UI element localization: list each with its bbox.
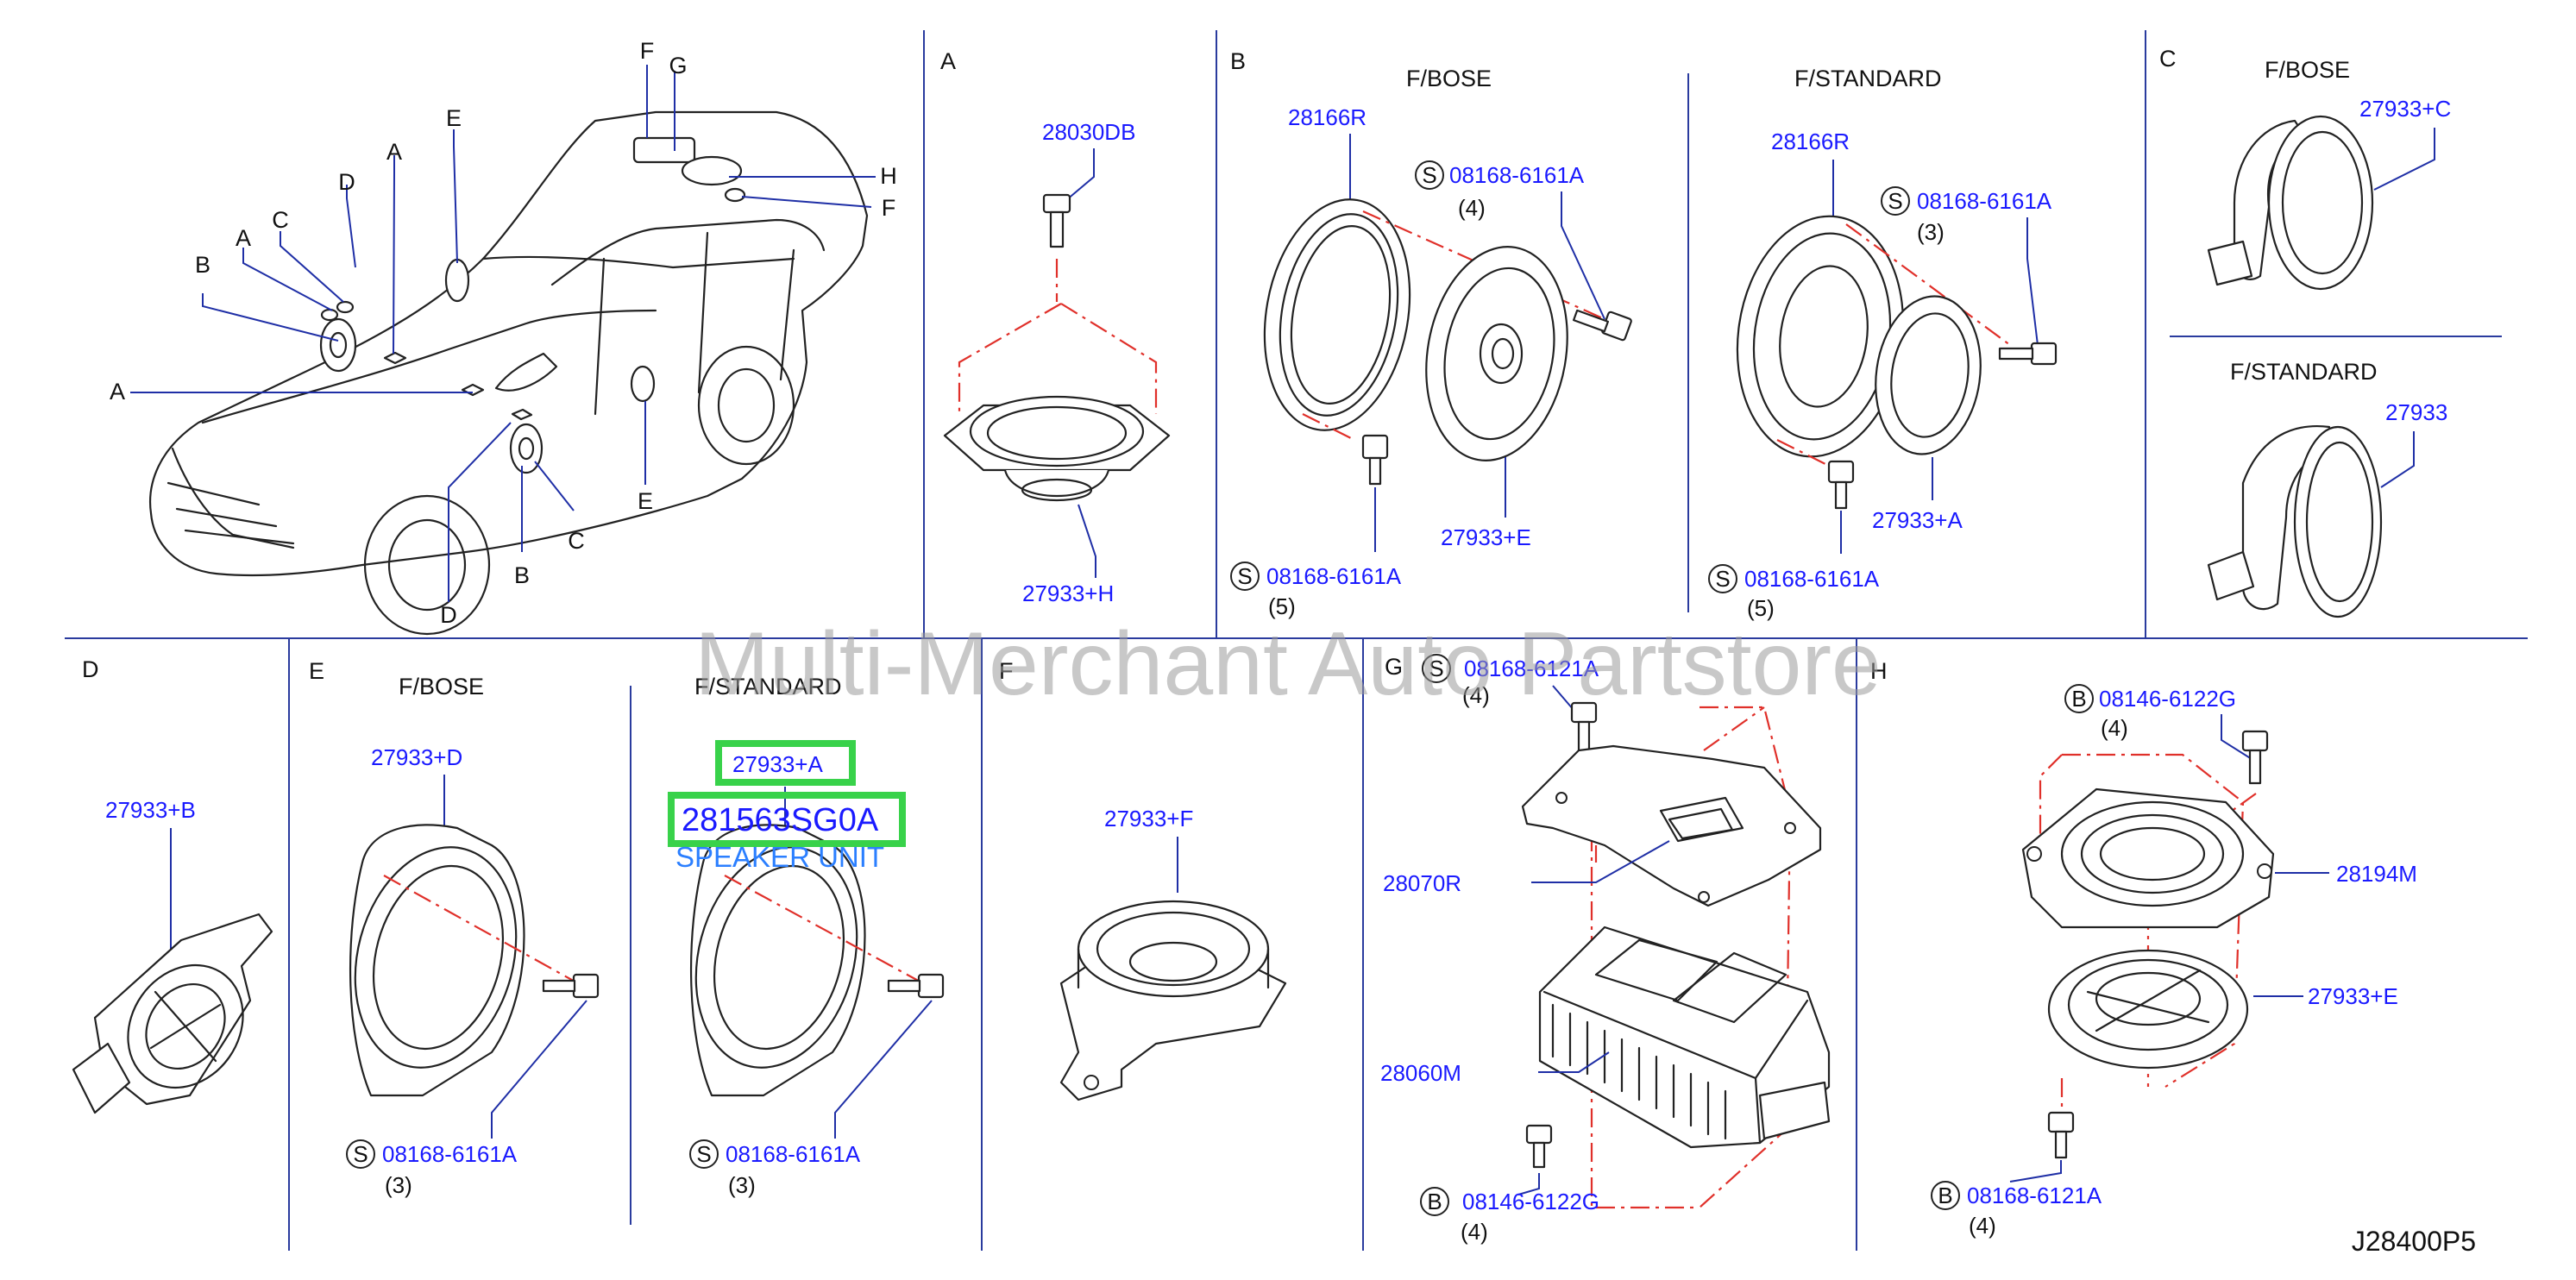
section-b-standard-title: F/STANDARD (1794, 66, 1942, 91)
bolt-symbol-h-top: B (2071, 686, 2086, 712)
qty-g-bottom: (4) (1461, 1219, 1488, 1245)
screw-symbol-b-bose-bottom: S (1237, 563, 1252, 589)
overview-letter-g: G (669, 53, 687, 78)
overview-letter-c-top: C (272, 207, 289, 233)
part-label-28166r-standard[interactable]: 28166R (1771, 129, 1850, 154)
watermark: Multi-Merchant Auto Partstore (694, 614, 1882, 714)
section-a: A 28030DB 27933+H (940, 48, 1171, 606)
part-label-08168-6161a-b-std-bottom[interactable]: 08168-6161A (1744, 566, 1880, 592)
overview-letter-c-bottom: C (568, 528, 585, 554)
diagram-code: J28400P5 (2352, 1226, 2476, 1257)
highlight-box-281563sg0a (668, 792, 906, 847)
part-label-08168-6121a-g[interactable]: 08168-6121A (1464, 656, 1599, 681)
part-label-08168-6161a-b-bose-bottom[interactable]: 08168-6161A (1266, 563, 1402, 589)
overview-letter-b-bottom: B (514, 562, 530, 588)
screw-symbol-e-bose: S (353, 1141, 368, 1167)
overview-letter-a-top: A (386, 139, 402, 165)
part-label-27933-b[interactable]: 27933+B (105, 797, 196, 823)
section-c-letter: C (2159, 46, 2177, 72)
section-f: F 27933+F (999, 658, 1287, 1101)
vehicle-overview: F G E A D C A B A H F C B D E (110, 38, 897, 636)
section-c-standard-title: F/STANDARD (2230, 359, 2378, 385)
part-label-28166r-bose[interactable]: 28166R (1288, 104, 1367, 130)
qty-h-top: (4) (2101, 715, 2128, 741)
part-label-08168-6161a-b-bose-top[interactable]: 08168-6161A (1449, 162, 1585, 188)
section-b-letter: B (1230, 48, 1246, 74)
overview-letter-f-top: F (640, 38, 655, 64)
qty-g-top: (4) (1462, 682, 1490, 708)
section-c-bose-title: F/BOSE (2265, 57, 2350, 83)
section-g-letter: G (1385, 654, 1403, 680)
bolt-symbol-h-bottom: B (1938, 1183, 1952, 1208)
part-label-28194m[interactable]: 28194M (2336, 861, 2417, 887)
overview-letter-h: H (880, 163, 897, 189)
part-label-08168-6161a-e-bose[interactable]: 08168-6161A (382, 1141, 518, 1167)
overview-letter-a-left: A (110, 379, 125, 405)
part-label-28070r[interactable]: 28070R (1383, 870, 1461, 896)
part-label-27933-h[interactable]: 27933+H (1022, 580, 1114, 606)
part-label-08168-6161a-b-std-top[interactable]: 08168-6161A (1917, 188, 2052, 214)
overview-letter-d-top: D (338, 169, 355, 195)
section-b-bose-title: F/BOSE (1406, 66, 1492, 91)
section-dividers (65, 30, 2528, 1251)
qty-e-std: (3) (728, 1172, 756, 1198)
section-d-letter: D (82, 656, 99, 682)
qty-b-std-top: (3) (1917, 219, 1945, 245)
overview-letter-d-bottom: D (440, 602, 457, 628)
screw-symbol-e-std: S (696, 1141, 711, 1167)
part-label-27933-a-b[interactable]: 27933+A (1872, 507, 1963, 533)
part-label-08168-6121a-h[interactable]: 08168-6121A (1967, 1183, 2102, 1208)
qty-h-bottom: (4) (1969, 1213, 1996, 1239)
qty-b-std-bottom: (5) (1747, 595, 1775, 621)
part-label-27933-c[interactable]: 27933+C (2359, 96, 2451, 122)
highlight-part-number[interactable]: 281563SG0A (682, 802, 879, 838)
section-e-standard-title: F/STANDARD (694, 674, 842, 700)
part-label-28030db[interactable]: 28030DB (1042, 119, 1135, 145)
section-e-letter: E (309, 658, 324, 684)
bolt-symbol-g-bottom: B (1427, 1189, 1442, 1214)
qty-b-bose-bottom: (5) (1268, 593, 1296, 619)
part-label-08168-6161a-e-std[interactable]: 08168-6161A (726, 1141, 861, 1167)
overview-letter-a-mid: A (236, 225, 251, 251)
part-label-27933[interactable]: 27933 (2385, 399, 2447, 425)
overview-letter-f-right: F (882, 195, 896, 221)
part-label-27933-e-h[interactable]: 27933+E (2308, 983, 2398, 1009)
section-d: D 27933+B (72, 656, 273, 1114)
section-e-bose-title: F/BOSE (399, 674, 484, 700)
section-g: G S 08168-6121A (4) 28070R 28060M B 0814… (1380, 654, 1831, 1245)
overview-letter-b-left: B (195, 252, 210, 278)
part-label-27933-a-e[interactable]: 27933+A (732, 751, 823, 777)
qty-e-bose: (3) (385, 1172, 412, 1198)
section-b: B F/BOSE 28166R S 08168-6161A (4) S 0816… (1230, 48, 2058, 621)
screw-symbol-b-bose-top: S (1422, 162, 1436, 188)
screw-symbol-b-std-top: S (1888, 188, 1902, 214)
part-label-08146-6122g-h[interactable]: 08146-6122G (2099, 686, 2236, 712)
section-h-letter: H (1870, 658, 1888, 684)
part-label-27933-e-b[interactable]: 27933+E (1441, 524, 1531, 550)
highlight-part-description: SPEAKER UNIT (675, 841, 884, 873)
screw-symbol-g-top: S (1429, 656, 1443, 681)
highlight-box-27933-a (715, 740, 856, 786)
qty-b-bose-top: (4) (1458, 195, 1486, 221)
part-label-28060m[interactable]: 28060M (1380, 1060, 1461, 1086)
part-label-27933-f[interactable]: 27933+F (1104, 806, 1193, 831)
section-f-letter: F (999, 658, 1014, 684)
section-a-letter: A (940, 48, 956, 74)
part-label-27933-d[interactable]: 27933+D (371, 744, 462, 770)
overview-letter-e-bottom: E (638, 488, 653, 514)
section-e: E F/BOSE 27933+D S 08168-6161A (3) F/STA… (309, 658, 945, 1198)
screw-symbol-b-std-bottom: S (1715, 566, 1730, 592)
section-c: C F/BOSE 27933+C F/STANDARD 27933 (2159, 46, 2451, 618)
section-h: H B 08146-6122G (4) 28194M 27933+E B 081… (1870, 658, 2417, 1239)
overview-letter-e-top: E (446, 105, 462, 131)
part-label-08146-6122g-g[interactable]: 08146-6122G (1462, 1189, 1599, 1214)
